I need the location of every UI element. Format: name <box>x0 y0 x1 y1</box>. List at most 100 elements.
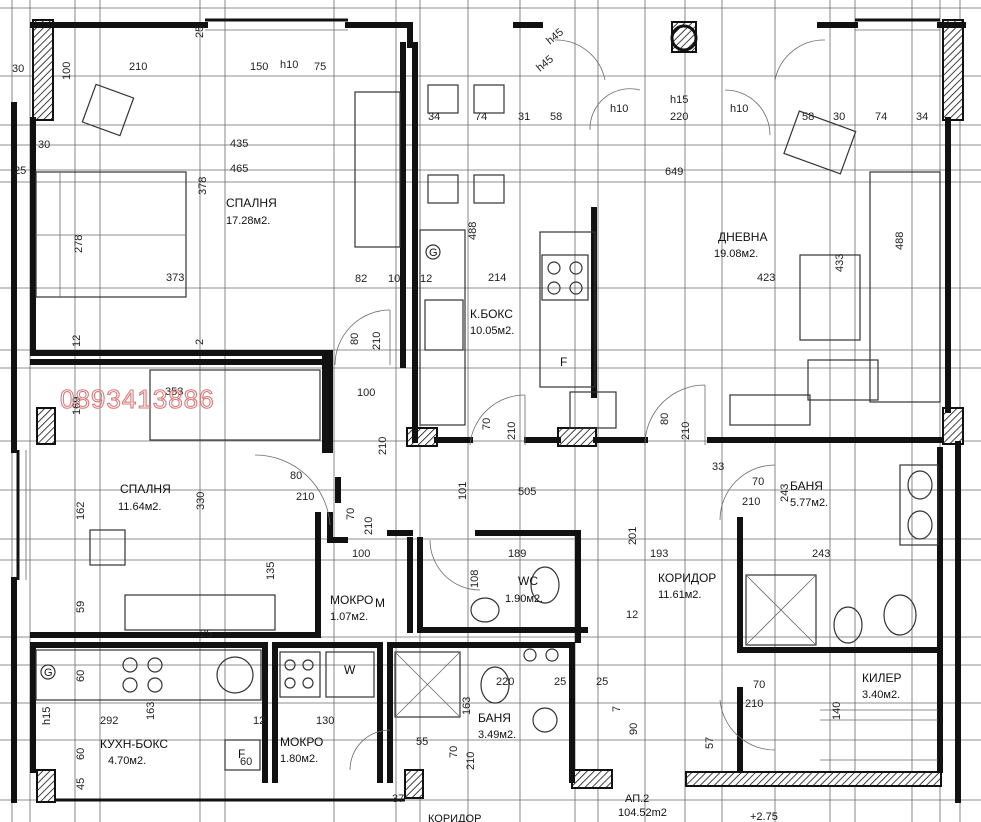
dimension-label: 25 <box>200 628 212 640</box>
room-area-bedroom1: 17.28м2. <box>226 215 270 227</box>
dimension-label: 12 <box>253 715 265 727</box>
dimension-label: 80 <box>349 333 361 345</box>
fridge-symbol-kitchen2: F <box>238 747 245 761</box>
dimension-label: 210 <box>742 496 760 508</box>
level-mark: +2.75 <box>750 811 778 822</box>
dimension-label: 101 <box>457 482 469 500</box>
dimension-label: 34 <box>916 111 928 123</box>
dimension-label: 193 <box>650 548 668 560</box>
door-swings <box>254 39 826 771</box>
dimension-label: 80 <box>659 413 671 425</box>
room-area-kitchen2: 4.70м2. <box>108 755 146 767</box>
room-area-bath2: 3.49м2. <box>478 729 516 741</box>
dimension-label: 189 <box>508 548 526 560</box>
dimension-label: 210 <box>506 422 518 440</box>
dimension-label: 60 <box>240 756 252 768</box>
dimension-label: 163 <box>461 697 473 715</box>
dimension-label: 292 <box>100 715 118 727</box>
room-name-corridor: КОРИДОР <box>658 571 716 585</box>
dimension-label: 100 <box>357 387 375 399</box>
dimension-label: 100 <box>61 62 73 80</box>
apartment-area: 104.52m2 <box>618 807 667 819</box>
dimension-label: 162 <box>75 502 87 520</box>
dimension-label: 34 <box>428 111 440 123</box>
dimension-label: 210 <box>745 698 763 710</box>
dimension-label: 70 <box>752 476 764 488</box>
dimension-label: 58 <box>802 111 814 123</box>
dimension-label: 90 <box>628 723 640 735</box>
room-area-kiler: 3.40м2. <box>862 689 900 701</box>
dimension-label: 60 <box>75 670 87 682</box>
dimension-label: h10 <box>280 59 298 71</box>
dimension-label: 210 <box>129 61 147 73</box>
dimension-label: h45 <box>544 26 566 47</box>
dimension-label: 10 <box>388 273 400 285</box>
dimension-label: 353 <box>165 386 183 398</box>
dimension-label: 214 <box>488 272 506 284</box>
dimension-label: 488 <box>894 232 906 250</box>
room-name-kitchen-box: К.БОКС <box>470 307 513 321</box>
dimension-label: 30 <box>12 63 24 75</box>
dimension-label: 75 <box>314 61 326 73</box>
dimension-label: h10 <box>730 103 748 115</box>
dimension-label: 278 <box>73 235 85 253</box>
bottom-corridor-label: КОРИДОР <box>428 813 481 822</box>
room-area-bath1: 5.77м2. <box>790 497 828 509</box>
dimension-label: 70 <box>448 746 460 758</box>
room-area-kitchen-box: 10.05м2. <box>470 325 514 337</box>
dimension-label: 74 <box>475 111 487 123</box>
dimension-label: 220 <box>496 676 514 688</box>
dimension-label: 31 <box>518 111 530 123</box>
dimension-label: 423 <box>757 272 775 284</box>
dimension-label: 57 <box>704 737 716 749</box>
room-name-wet1: МОКРО <box>330 593 373 607</box>
dimension-label: 30 <box>833 111 845 123</box>
dimension-label: 59 <box>75 601 87 613</box>
dimension-label: 135 <box>265 562 277 580</box>
room-name-wet2: МОКРО <box>280 735 323 749</box>
dimension-label: 80 <box>290 470 302 482</box>
dimension-label: 210 <box>371 332 383 350</box>
dimension-label: 163 <box>145 702 157 720</box>
dimension-label: 435 <box>230 138 248 150</box>
dimension-label: 108 <box>469 570 481 588</box>
dimension-label: 25 <box>596 676 608 688</box>
dimension-label: 100 <box>352 548 370 560</box>
dimension-label: 201 <box>627 527 639 545</box>
room-area-wet1: 1.07м2. <box>330 611 368 623</box>
room-area-living: 19.08м2. <box>714 248 758 260</box>
toilet-symbol: M <box>375 596 385 610</box>
dimension-label: 70 <box>345 508 357 520</box>
room-name-wc: WC <box>518 574 538 588</box>
walls <box>11 22 966 803</box>
dimension-label: 243 <box>779 484 791 502</box>
dimension-label: 505 <box>518 486 536 498</box>
dimension-label: 82 <box>355 273 367 285</box>
watermark-phone: 0893413886 <box>60 384 215 414</box>
dimension-label: 210 <box>377 437 389 455</box>
room-area-bedroom2: 11.64м2. <box>118 501 161 513</box>
dimension-label: 330 <box>195 492 207 510</box>
dimension-label: 243 <box>812 548 830 560</box>
dimension-label: 130 <box>316 715 334 727</box>
dimension-label: h10 <box>610 103 628 115</box>
structural-columns <box>32 19 964 803</box>
dimension-label: 74 <box>875 111 887 123</box>
dimension-label: 45 <box>75 778 87 790</box>
dimension-label: h45 <box>534 53 556 74</box>
dimension-label: 58 <box>550 111 562 123</box>
room-name-kitchen2: КУХН-БОКС <box>100 737 168 751</box>
dimension-label: 70 <box>753 679 765 691</box>
dimension-label: 140 <box>831 702 843 720</box>
dimension-label: 25 <box>194 26 206 38</box>
dimension-label: 210 <box>465 752 477 770</box>
dimension-label: 12 <box>420 273 432 285</box>
dimension-label: 210 <box>296 491 314 503</box>
dimension-label: 7 <box>611 706 623 712</box>
room-area-wet2: 1.80м2. <box>280 753 318 765</box>
dimension-label: 33 <box>712 461 724 473</box>
furniture <box>35 24 941 771</box>
dimension-label: 55 <box>416 736 428 748</box>
